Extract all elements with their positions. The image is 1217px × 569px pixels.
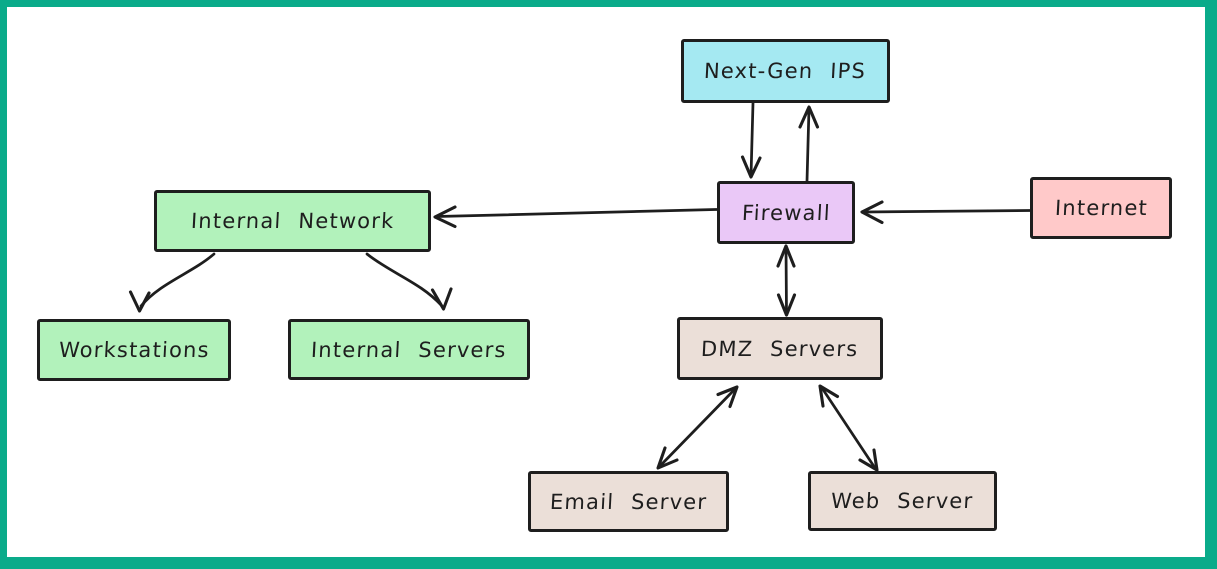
node-internal-servers[interactable]: Internal Servers (288, 319, 530, 380)
node-workstations[interactable]: Workstations (37, 319, 231, 381)
node-internet-label: Internet (1053, 196, 1149, 220)
edge-firewall-dmz-double-arrow[interactable] (776, 244, 797, 317)
node-firewall-label: Firewall (740, 200, 832, 225)
edge-internal-network-to-workstations-arrow[interactable] (128, 252, 216, 313)
node-next-gen-ips[interactable]: Next-Gen IPS (681, 39, 890, 103)
edge-firewall-to-ips-arrow[interactable] (798, 105, 820, 183)
edge-internet-to-firewall-arrow[interactable] (860, 200, 1032, 225)
node-email-server-label: Email Server (549, 489, 708, 514)
node-web-server-label: Web Server (830, 489, 975, 513)
node-web-server[interactable]: Web Server (808, 471, 997, 531)
edge-internal-network-to-internal-servers-arrow[interactable] (365, 252, 453, 311)
edge-dmz-web-double-arrow[interactable] (818, 384, 879, 472)
node-dmz-servers[interactable]: DMZ Servers (677, 317, 883, 380)
node-internal-network[interactable]: Internal Network (154, 190, 431, 252)
edge-firewall-to-internal-network-arrow[interactable] (433, 205, 719, 229)
node-internet[interactable]: Internet (1030, 177, 1172, 239)
node-workstations-label: Workstations (57, 338, 211, 362)
edge-ips-to-firewall-arrow[interactable] (740, 101, 762, 179)
node-next-gen-ips-label: Next-Gen IPS (703, 59, 868, 83)
node-email-server[interactable]: Email Server (528, 471, 729, 532)
node-firewall[interactable]: Firewall (717, 181, 855, 244)
edge-dmz-email-double-arrow[interactable] (656, 385, 739, 470)
node-internal-network-label: Internal Network (190, 209, 395, 233)
node-internal-servers-label: Internal Servers (310, 337, 508, 362)
node-dmz-servers-label: DMZ Servers (700, 336, 860, 361)
